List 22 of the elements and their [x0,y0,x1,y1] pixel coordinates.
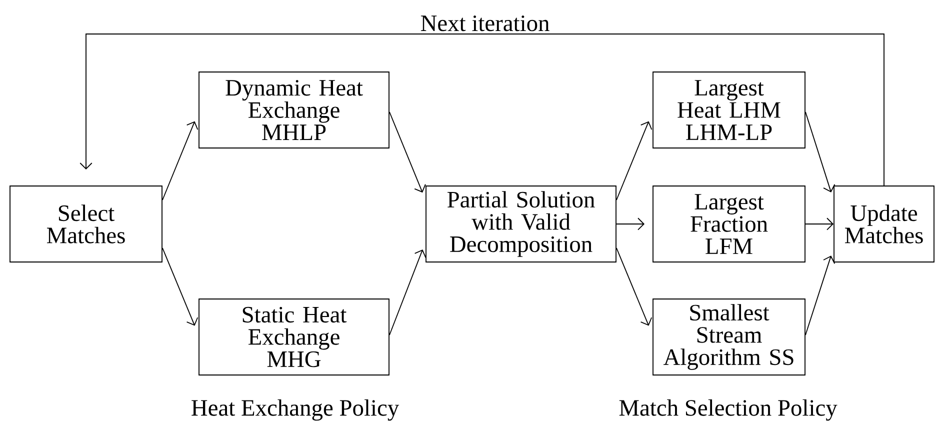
process-box: Static Heat Exchange MHG [198,298,390,376]
arrow [805,112,836,192]
arrow [162,248,198,326]
arrow [805,218,834,230]
arrow [80,34,884,186]
edge-label: Next iteration [419,14,551,32]
arrow [389,112,426,193]
process-box: Partial Solution with Valid Decomposition [426,186,616,262]
process-box: Smallest Stream Algorithm SS [652,298,806,376]
arrow [616,218,645,230]
process-box: Largest Heat LHM LHM-LP [652,72,806,148]
group-label: Match Selection Policy [619,399,838,421]
arrow [616,121,652,200]
process-box: Dynamic Heat Exchange MHLP [198,72,390,148]
group-label: Heat Exchange Policy [192,399,400,421]
process-box: Select Matches [10,186,162,262]
arrow [616,248,652,326]
arrow [162,121,198,200]
arrow [805,256,836,336]
arrow [389,249,426,336]
process-box: Largest Fraction LFM [652,186,806,262]
process-box: Update Matches [834,186,934,262]
